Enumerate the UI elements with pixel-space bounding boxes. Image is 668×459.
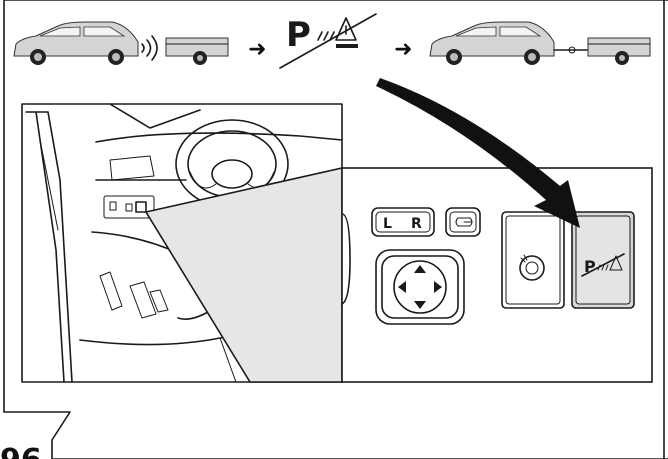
sequence-arrow-1: ➜ — [248, 37, 266, 62]
zoom-callout-wedge — [146, 168, 342, 382]
parking-sensor-off-button[interactable]: P — [572, 212, 634, 308]
mirror-select-left-label: L — [383, 216, 392, 232]
mirror-select-right-label: R — [411, 216, 422, 232]
sequence-arrow-2: ➜ — [394, 37, 412, 62]
page-number: 96 — [0, 443, 42, 459]
car-trailer-icon — [430, 22, 650, 65]
parking-sensor-letter: P — [286, 15, 311, 55]
car-trailer-sensor-waves-icon — [14, 22, 228, 65]
parking-sensor-off-icon: P — [280, 14, 376, 68]
